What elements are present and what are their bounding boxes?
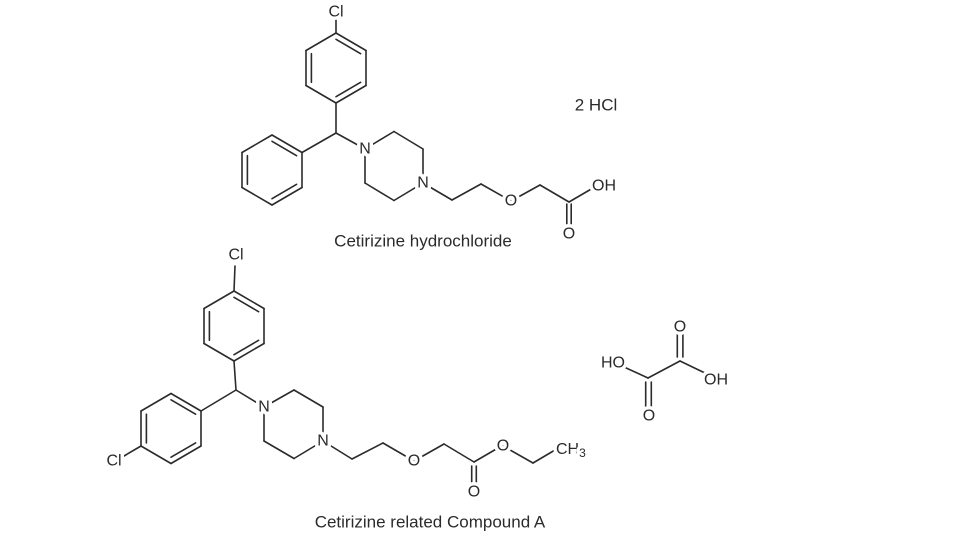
ethyl-ester-chain-bonds	[322, 440, 556, 487]
phenyl-ring	[241, 134, 303, 206]
atom-label-nitrogen-2: N	[317, 433, 329, 450]
atom-label-nitrogen-2: N	[417, 175, 429, 192]
atom-label-ester-oxygen: O	[497, 438, 509, 455]
chlorophenyl-ring-left	[123, 392, 202, 465]
chlorophenyl-ring-upper	[203, 265, 265, 362]
benzhydryl-bonds	[200, 360, 265, 412]
compound-name-compound-a: Cetirizine related Compound A	[315, 513, 546, 532]
atom-label-carbonyl-oxygen-bottom: O	[643, 408, 655, 425]
atom-label-methyl: CH3	[556, 441, 586, 461]
piperazine-ring	[364, 130, 424, 202]
benzhydryl-bonds	[301, 102, 366, 154]
atom-label-chlorine: Cl	[328, 4, 343, 21]
atom-label-chlorine-top: Cl	[228, 247, 243, 264]
atom-label-hydroxyl: OH	[592, 178, 616, 195]
atom-label-ether-oxygen: O	[408, 453, 420, 470]
atom-label-nitrogen-1: N	[359, 141, 371, 158]
atom-label-carbonyl-oxygen: O	[468, 484, 480, 501]
oxalic-acid-bonds	[623, 333, 708, 409]
acetic-acid-chain-bonds	[422, 182, 594, 229]
atom-label-carbonyl-oxygen: O	[563, 226, 575, 243]
oxalic-acid-structure: HO O OH O	[598, 315, 732, 428]
atom-label-hydroxyl-right: OH	[704, 372, 728, 389]
salt-annotation: 2 HCl	[575, 96, 618, 115]
compound-a-structure: Cl Cl N N O O O CH3 Cetirizine related C…	[103, 243, 590, 532]
chlorophenyl-ring-top	[305, 19, 367, 104]
atom-label-nitrogen-1: N	[258, 399, 270, 416]
atom-label-carbonyl-oxygen-top: O	[674, 319, 686, 336]
atom-label-ether-oxygen: O	[505, 193, 517, 210]
atom-label-hydroxyl-left: HO	[601, 355, 625, 372]
piperazine-ring	[263, 389, 324, 460]
atom-label-chlorine-left: Cl	[106, 453, 121, 470]
cetirizine-hcl-structure: Cl N N O OH O 2 HCl Cetirizine hydrochlo…	[241, 0, 620, 251]
compound-name-cetirizine-hcl: Cetirizine hydrochloride	[334, 232, 512, 251]
